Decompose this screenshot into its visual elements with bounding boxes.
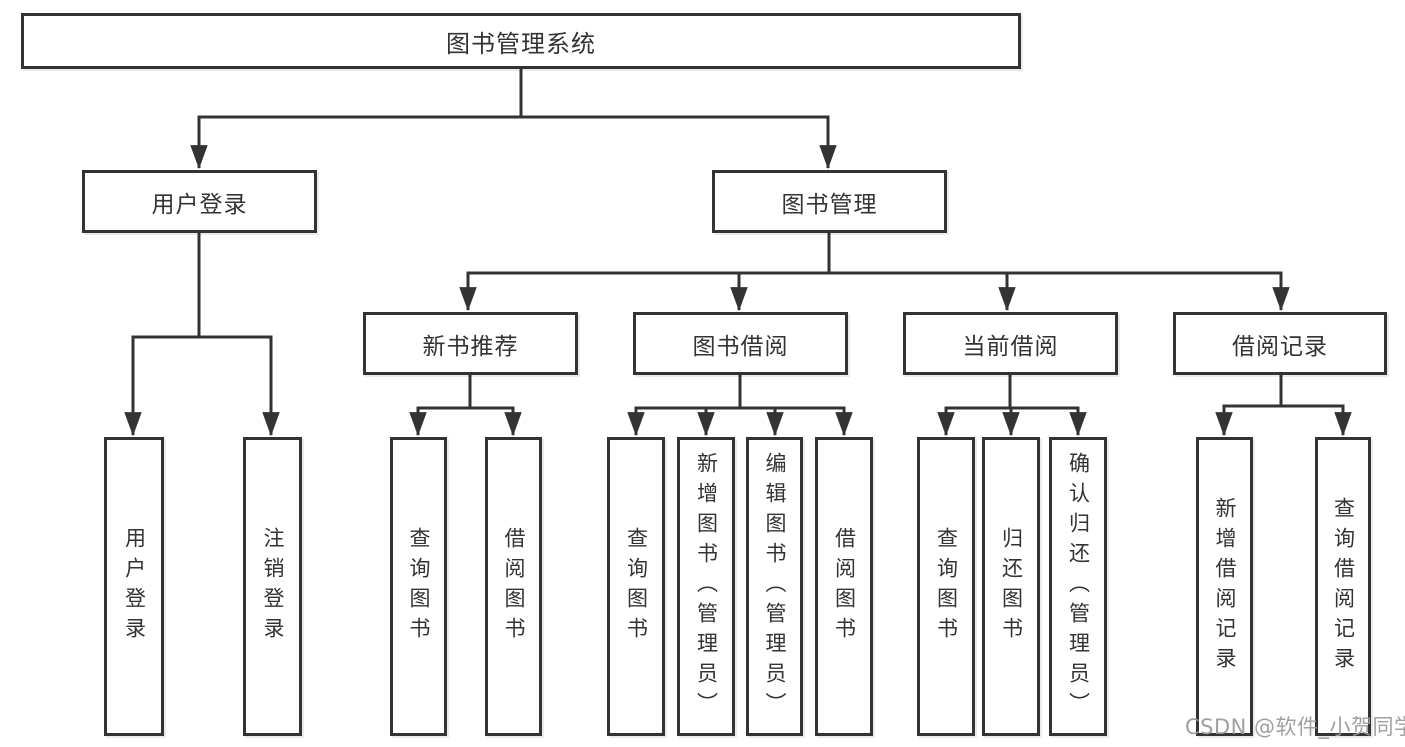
leaf-label: 注销登录 [261,526,285,647]
node-current-borrow-label: 当前借阅 [962,333,1059,360]
node-root: 图书管理系统 [21,13,1021,69]
leaf-label: 借阅图书 [502,526,526,647]
leaf-bb-add-book-admin: 新增图书（管理员） [677,437,735,736]
leaf-bb-query-book: 查询图书 [607,437,665,736]
node-root-label: 图书管理系统 [446,29,596,58]
leaf-label: 查询图书 [407,526,431,647]
node-user-login: 用户登录 [82,170,317,233]
leaf-label: 新增图书（管理员） [694,451,719,722]
node-borrow-record: 借阅记录 [1173,312,1387,375]
leaf-label: 查询借阅记录 [1331,496,1356,677]
node-book-borrow-label: 图书借阅 [692,333,789,360]
leaf-label: 借阅图书 [832,526,857,647]
leaf-cb-query-book: 查询图书 [917,437,975,736]
leaf-cb-return-book: 归还图书 [982,437,1040,736]
leaf-label: 查询图书 [934,526,959,647]
leaf-logout-login: 注销登录 [243,437,302,736]
leaf-user-login: 用户登录 [104,437,164,736]
leaf-br-query-record: 查询借阅记录 [1315,437,1371,736]
node-new-book-recommend-label: 新书推荐 [422,333,519,360]
leaf-nbr-borrow-book: 借阅图书 [485,437,542,736]
leaf-bb-borrow-book: 借阅图书 [815,437,873,736]
leaf-nbr-query-book: 查询图书 [390,437,447,736]
leaf-label: 新增借阅记录 [1213,496,1237,677]
csdn-watermark: CSDN @软件_小贺同学 [1185,715,1405,739]
leaf-label: 用户登录 [122,526,147,647]
leaf-br-add-record: 新增借阅记录 [1196,437,1253,736]
leaf-cb-confirm-return-admin: 确认归还（管理员） [1049,437,1107,736]
leaf-label: 归还图书 [999,526,1024,647]
node-current-borrow: 当前借阅 [903,312,1118,375]
node-new-book-recommend: 新书推荐 [363,312,578,375]
leaf-bb-edit-book-admin: 编辑图书（管理员） [746,437,803,736]
node-user-login-label: 用户登录 [151,191,248,218]
node-book-management-label: 图书管理 [781,191,878,218]
node-book-management: 图书管理 [712,170,947,233]
leaf-label: 查询图书 [624,526,649,647]
leaf-label: 编辑图书（管理员） [763,451,787,722]
node-book-borrow: 图书借阅 [633,312,848,375]
node-borrow-record-label: 借阅记录 [1232,333,1328,360]
leaf-label: 确认归还（管理员） [1066,451,1091,722]
